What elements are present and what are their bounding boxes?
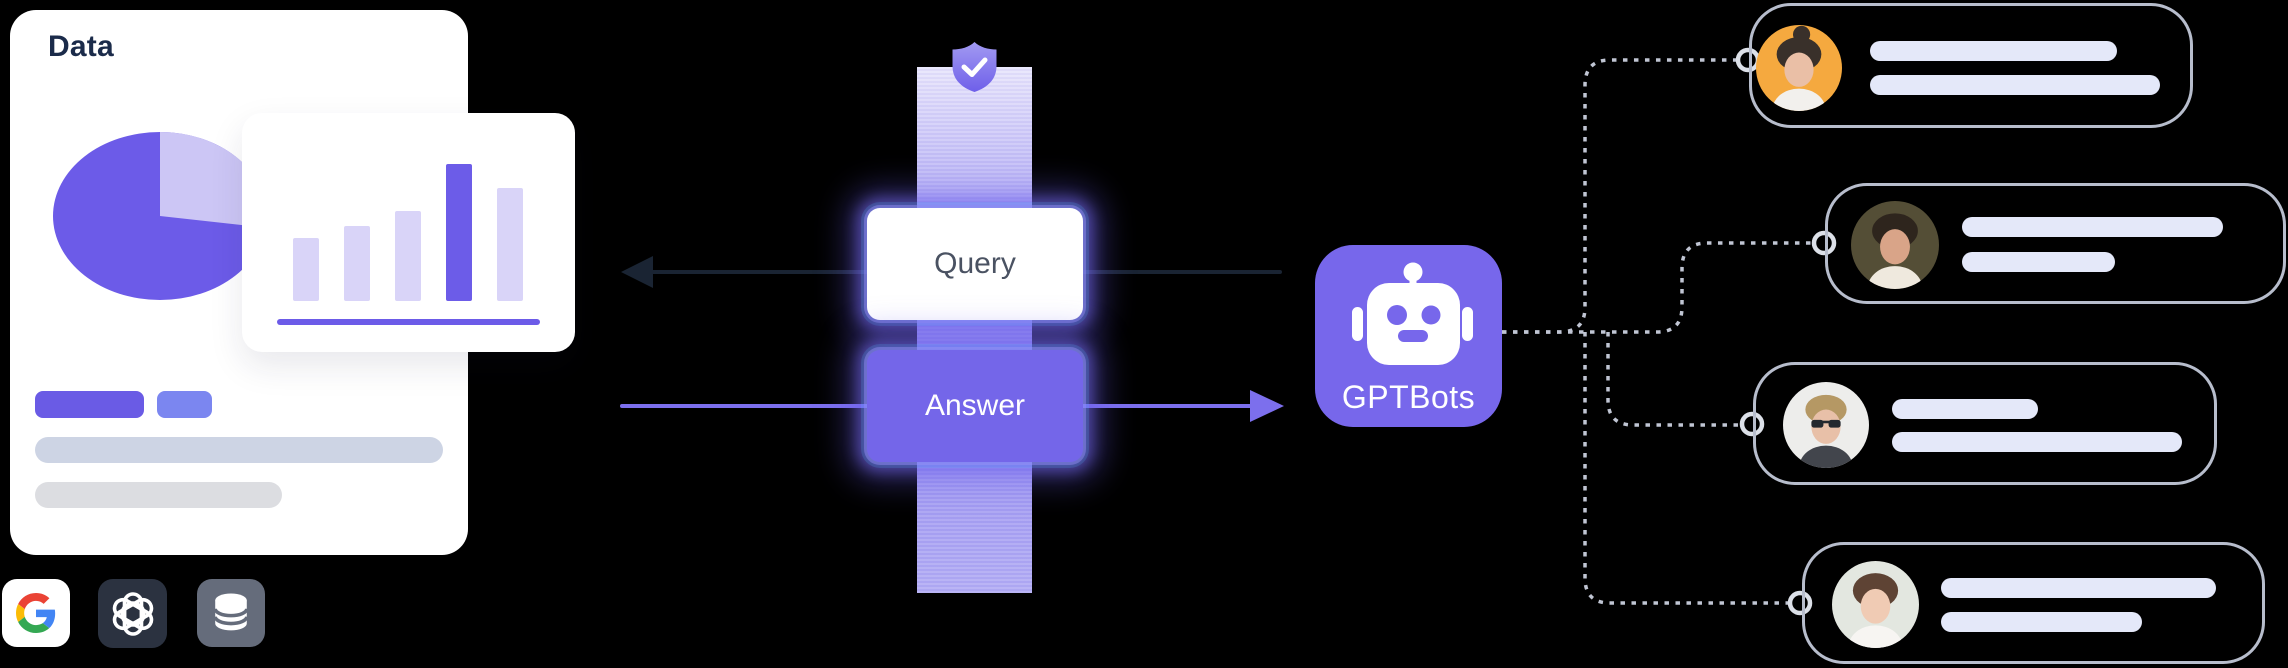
- bar: [344, 226, 370, 301]
- bar-chart: [293, 164, 525, 301]
- database-icon: [197, 579, 265, 647]
- message-line: [1941, 612, 2142, 632]
- gptbots-app-icon: GPTBots: [1315, 245, 1502, 427]
- database-cylinder-glyph: [213, 593, 249, 631]
- message-line: [1870, 75, 2160, 95]
- connector-node: [1739, 411, 1765, 437]
- data-card: Data: [10, 10, 575, 555]
- tag-pill: [157, 391, 212, 418]
- message-line: [1892, 399, 2038, 419]
- chat-bubble: [1749, 3, 2193, 128]
- message-line: [1962, 217, 2223, 237]
- gptbots-label: GPTBots: [1341, 379, 1476, 415]
- message-line: [1941, 578, 2216, 598]
- robot-face-icon: [1352, 262, 1473, 365]
- pie-chart-icon: [53, 132, 268, 300]
- user-avatar: [1756, 25, 1842, 111]
- user-avatar: [1851, 201, 1939, 289]
- bar-chart-card: [242, 113, 575, 352]
- tag-pill: [35, 391, 144, 418]
- answer-box: Answer: [867, 350, 1083, 462]
- user-avatar: [1832, 561, 1919, 648]
- message-line: [1870, 41, 2117, 61]
- connector-node: [1787, 590, 1813, 616]
- chat-bubble: [1825, 183, 2286, 304]
- data-card-title: Data: [48, 30, 114, 63]
- bar-highlight: [446, 164, 472, 301]
- bar: [293, 238, 319, 301]
- chat-bubble: [1753, 362, 2217, 485]
- pie-slice: [160, 132, 268, 228]
- shield-check-icon: [952, 42, 997, 92]
- bar: [497, 188, 523, 301]
- message-line: [1892, 432, 2182, 452]
- message-line: [1962, 252, 2115, 272]
- openai-icon: [98, 579, 167, 648]
- openai-knot-glyph: [112, 591, 153, 636]
- answer-label: Answer: [924, 389, 1026, 422]
- user-avatar: [1783, 382, 1869, 468]
- google-icon: [2, 579, 70, 647]
- google-g-glyph: [16, 593, 56, 633]
- bar: [395, 211, 421, 301]
- query-label: Query: [934, 247, 1016, 280]
- secure-data-stream-band: [917, 67, 1032, 593]
- connector-node: [1811, 230, 1837, 256]
- query-box: Query: [867, 208, 1083, 320]
- query-arrowhead: [621, 256, 653, 288]
- text-line-placeholder: [35, 482, 282, 508]
- bar-chart-baseline: [277, 319, 540, 325]
- chat-bubble: [1802, 542, 2265, 664]
- text-line-placeholder: [35, 437, 443, 463]
- answer-arrowhead: [1250, 390, 1284, 422]
